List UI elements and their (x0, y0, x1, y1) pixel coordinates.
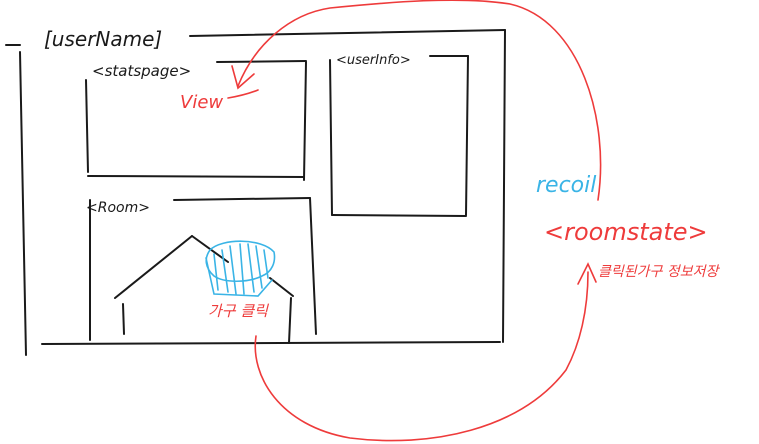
view-arrowhead (231, 65, 255, 90)
click-furniture-label: 가구 클릭 (208, 302, 269, 320)
username-label: [userName] (44, 27, 162, 51)
state-arrowhead (577, 262, 597, 285)
room-panel (89, 197, 317, 341)
view-underline (227, 89, 259, 99)
click-to-state-arrow (254, 271, 589, 442)
recoil-label: recoil (536, 173, 596, 198)
flow-arrows (227, 0, 602, 442)
stats-page-label: <statspage> (92, 62, 191, 80)
stats-page-panel (85, 60, 307, 181)
room-label: <Room> (86, 200, 150, 216)
user-info-panel (329, 55, 469, 217)
store-info-label: 클릭된가구 정보저장 (598, 264, 720, 280)
room-state-label: <roomstate> (544, 218, 708, 246)
state-to-view-arrow (237, 0, 602, 201)
view-label: View (180, 92, 223, 113)
room-house-outline (114, 235, 294, 344)
furniture-highlight (205, 240, 276, 297)
user-info-label: <userInfo> (336, 53, 411, 68)
app-frame (5, 29, 506, 356)
